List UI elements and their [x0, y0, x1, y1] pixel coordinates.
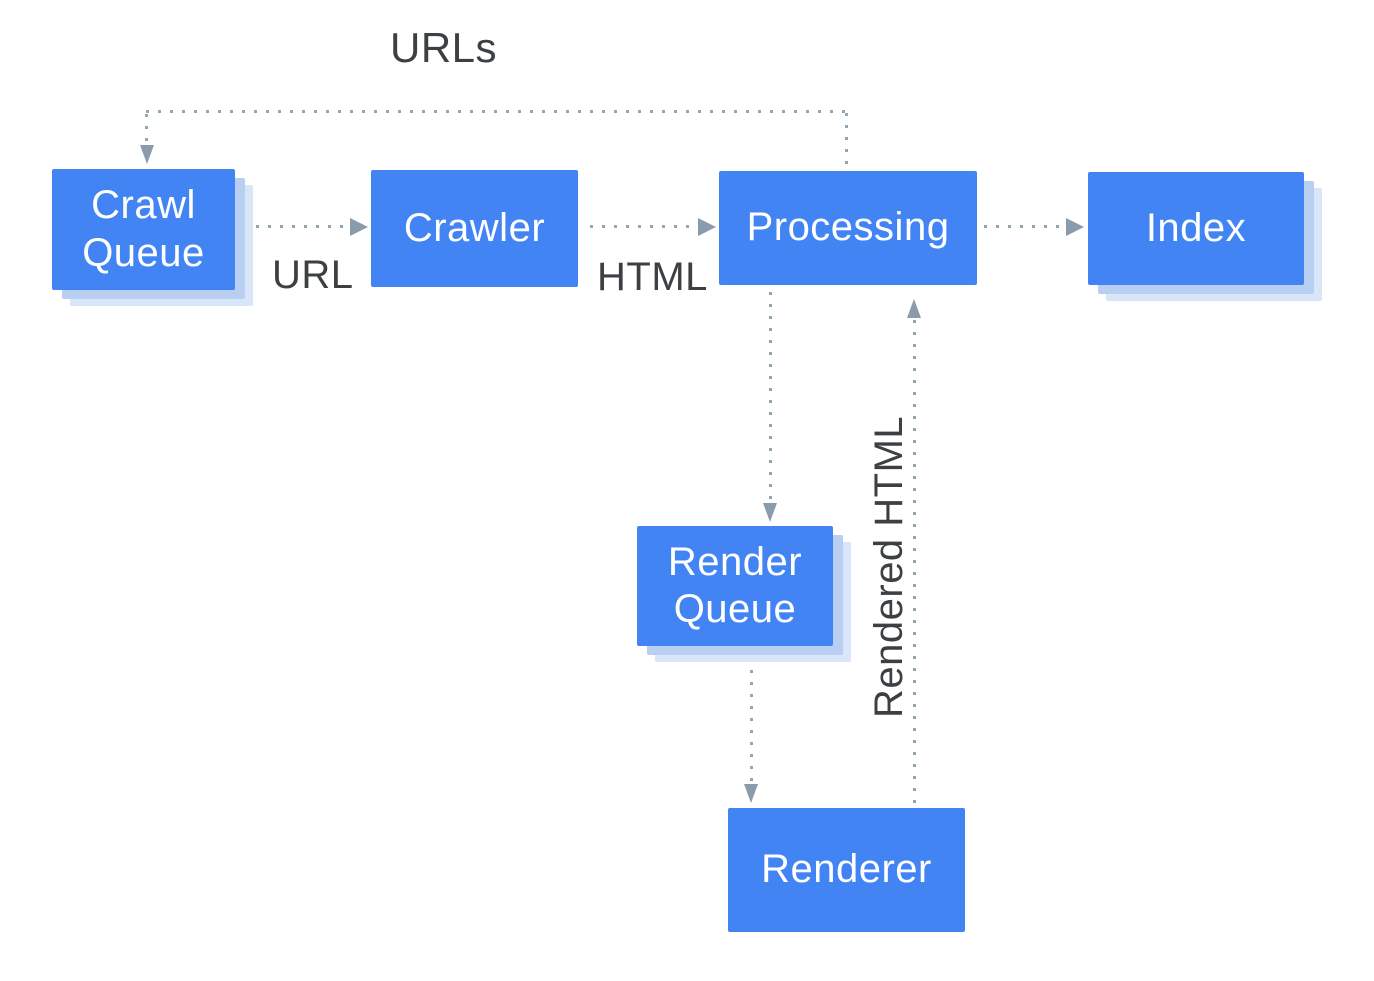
- connector-processing-to-crawlqueue-left-vertical: [145, 114, 148, 145]
- node-renderer: Renderer: [728, 808, 965, 932]
- arrowhead-into-crawl-queue: [140, 145, 154, 164]
- node-processing-label: Processing: [746, 205, 950, 250]
- arrowhead-into-crawler: [350, 218, 368, 236]
- connector-processing-to-crawlqueue-horizontal: [146, 110, 848, 113]
- edge-label-urls: URLs: [390, 24, 498, 71]
- connector-crawler-to-processing: [590, 225, 698, 228]
- arrowhead-into-index: [1066, 218, 1084, 236]
- edge-label-url: URL: [272, 253, 354, 297]
- node-index-label: Index: [1145, 205, 1247, 250]
- node-crawl-queue-label: Crawl Queue: [82, 183, 205, 275]
- connector-processing-to-crawlqueue-right-vertical: [845, 113, 848, 171]
- node-index: Index: [1088, 172, 1304, 285]
- connector-processing-to-index: [984, 225, 1066, 228]
- node-renderer-label: Renderer: [761, 847, 932, 892]
- edge-label-rendered-html: Rendered HTML: [867, 415, 911, 718]
- edge-label-html: HTML: [597, 255, 708, 299]
- node-render-queue-label: Render Queue: [667, 539, 803, 631]
- arrowhead-into-render-queue: [763, 503, 777, 522]
- node-crawler: Crawler: [371, 170, 578, 287]
- node-crawler-label: Crawler: [403, 205, 546, 250]
- arrowhead-into-processing: [698, 218, 716, 236]
- arrowhead-into-processing-from-renderer: [907, 299, 921, 318]
- arrowhead-into-renderer: [744, 784, 758, 803]
- node-crawl-queue: Crawl Queue: [52, 169, 235, 290]
- node-processing: Processing: [719, 171, 977, 285]
- connector-renderqueue-to-renderer: [750, 670, 753, 782]
- node-render-queue: Render Queue: [637, 526, 833, 646]
- connector-crawlqueue-to-crawler: [256, 225, 350, 228]
- connector-processing-to-renderqueue: [769, 292, 772, 502]
- connector-renderer-to-processing: [913, 320, 916, 806]
